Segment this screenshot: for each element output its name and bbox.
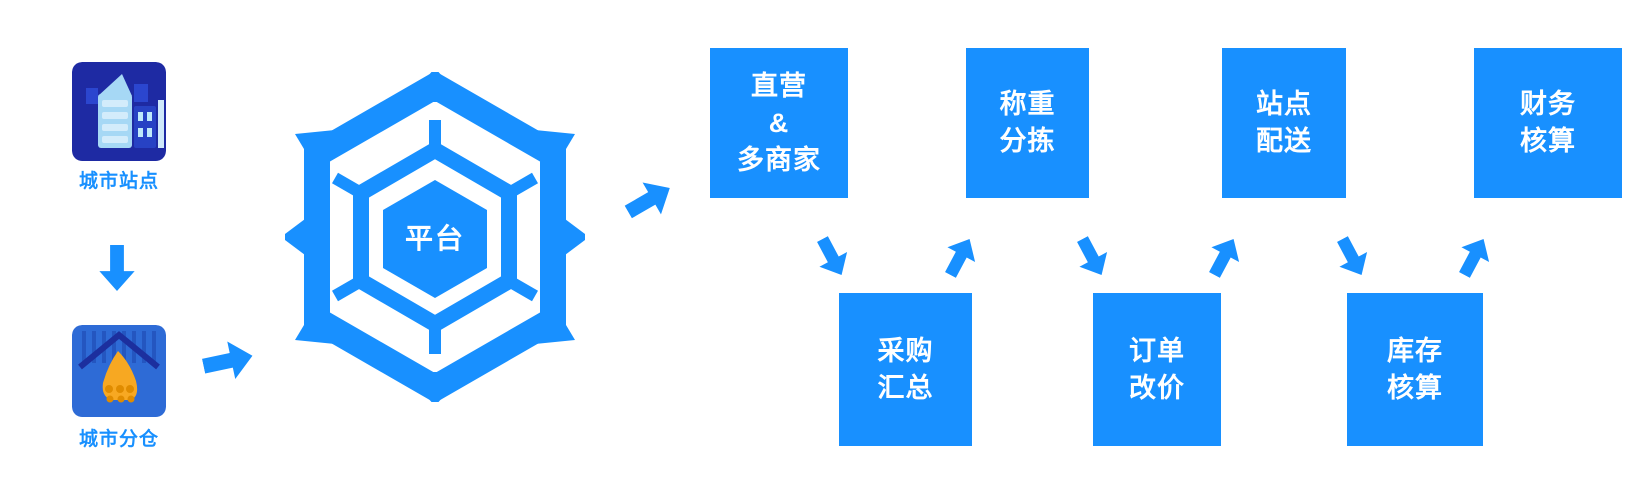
module-financial-accounting: 财务 核算 [1474,48,1622,198]
city-warehouse-icon [72,325,166,417]
module-inventory-accounting: 库存 核算 [1347,293,1483,446]
flow-arrow-down-icon [1067,230,1117,283]
flow-arrow-up-icon [935,230,985,283]
up-right-arrow-icon [618,171,680,230]
flow-arrow-down-icon [1327,230,1377,283]
flow-arrow-down-icon [807,230,857,283]
module-order-reprice: 订单 改价 [1093,293,1221,446]
city-site-icon [72,62,166,161]
flow-arrow-up-icon [1199,230,1249,283]
flow-arrow-up-icon [1449,230,1499,283]
city-warehouse-label: 城市分仓 [78,429,159,450]
platform-hexagon-emblem [281,68,589,406]
module-weighing-sorting: 称重 分拣 [966,48,1089,198]
down-arrow-icon [97,245,137,291]
module-purchase-summary: 采购 汇总 [839,293,972,446]
module-direct-and-multimerchant: 直营 & 多商家 [710,48,848,198]
right-arrow-icon [199,335,257,386]
city-site-label: 城市站点 [78,171,159,192]
module-site-delivery: 站点 配送 [1222,48,1346,198]
